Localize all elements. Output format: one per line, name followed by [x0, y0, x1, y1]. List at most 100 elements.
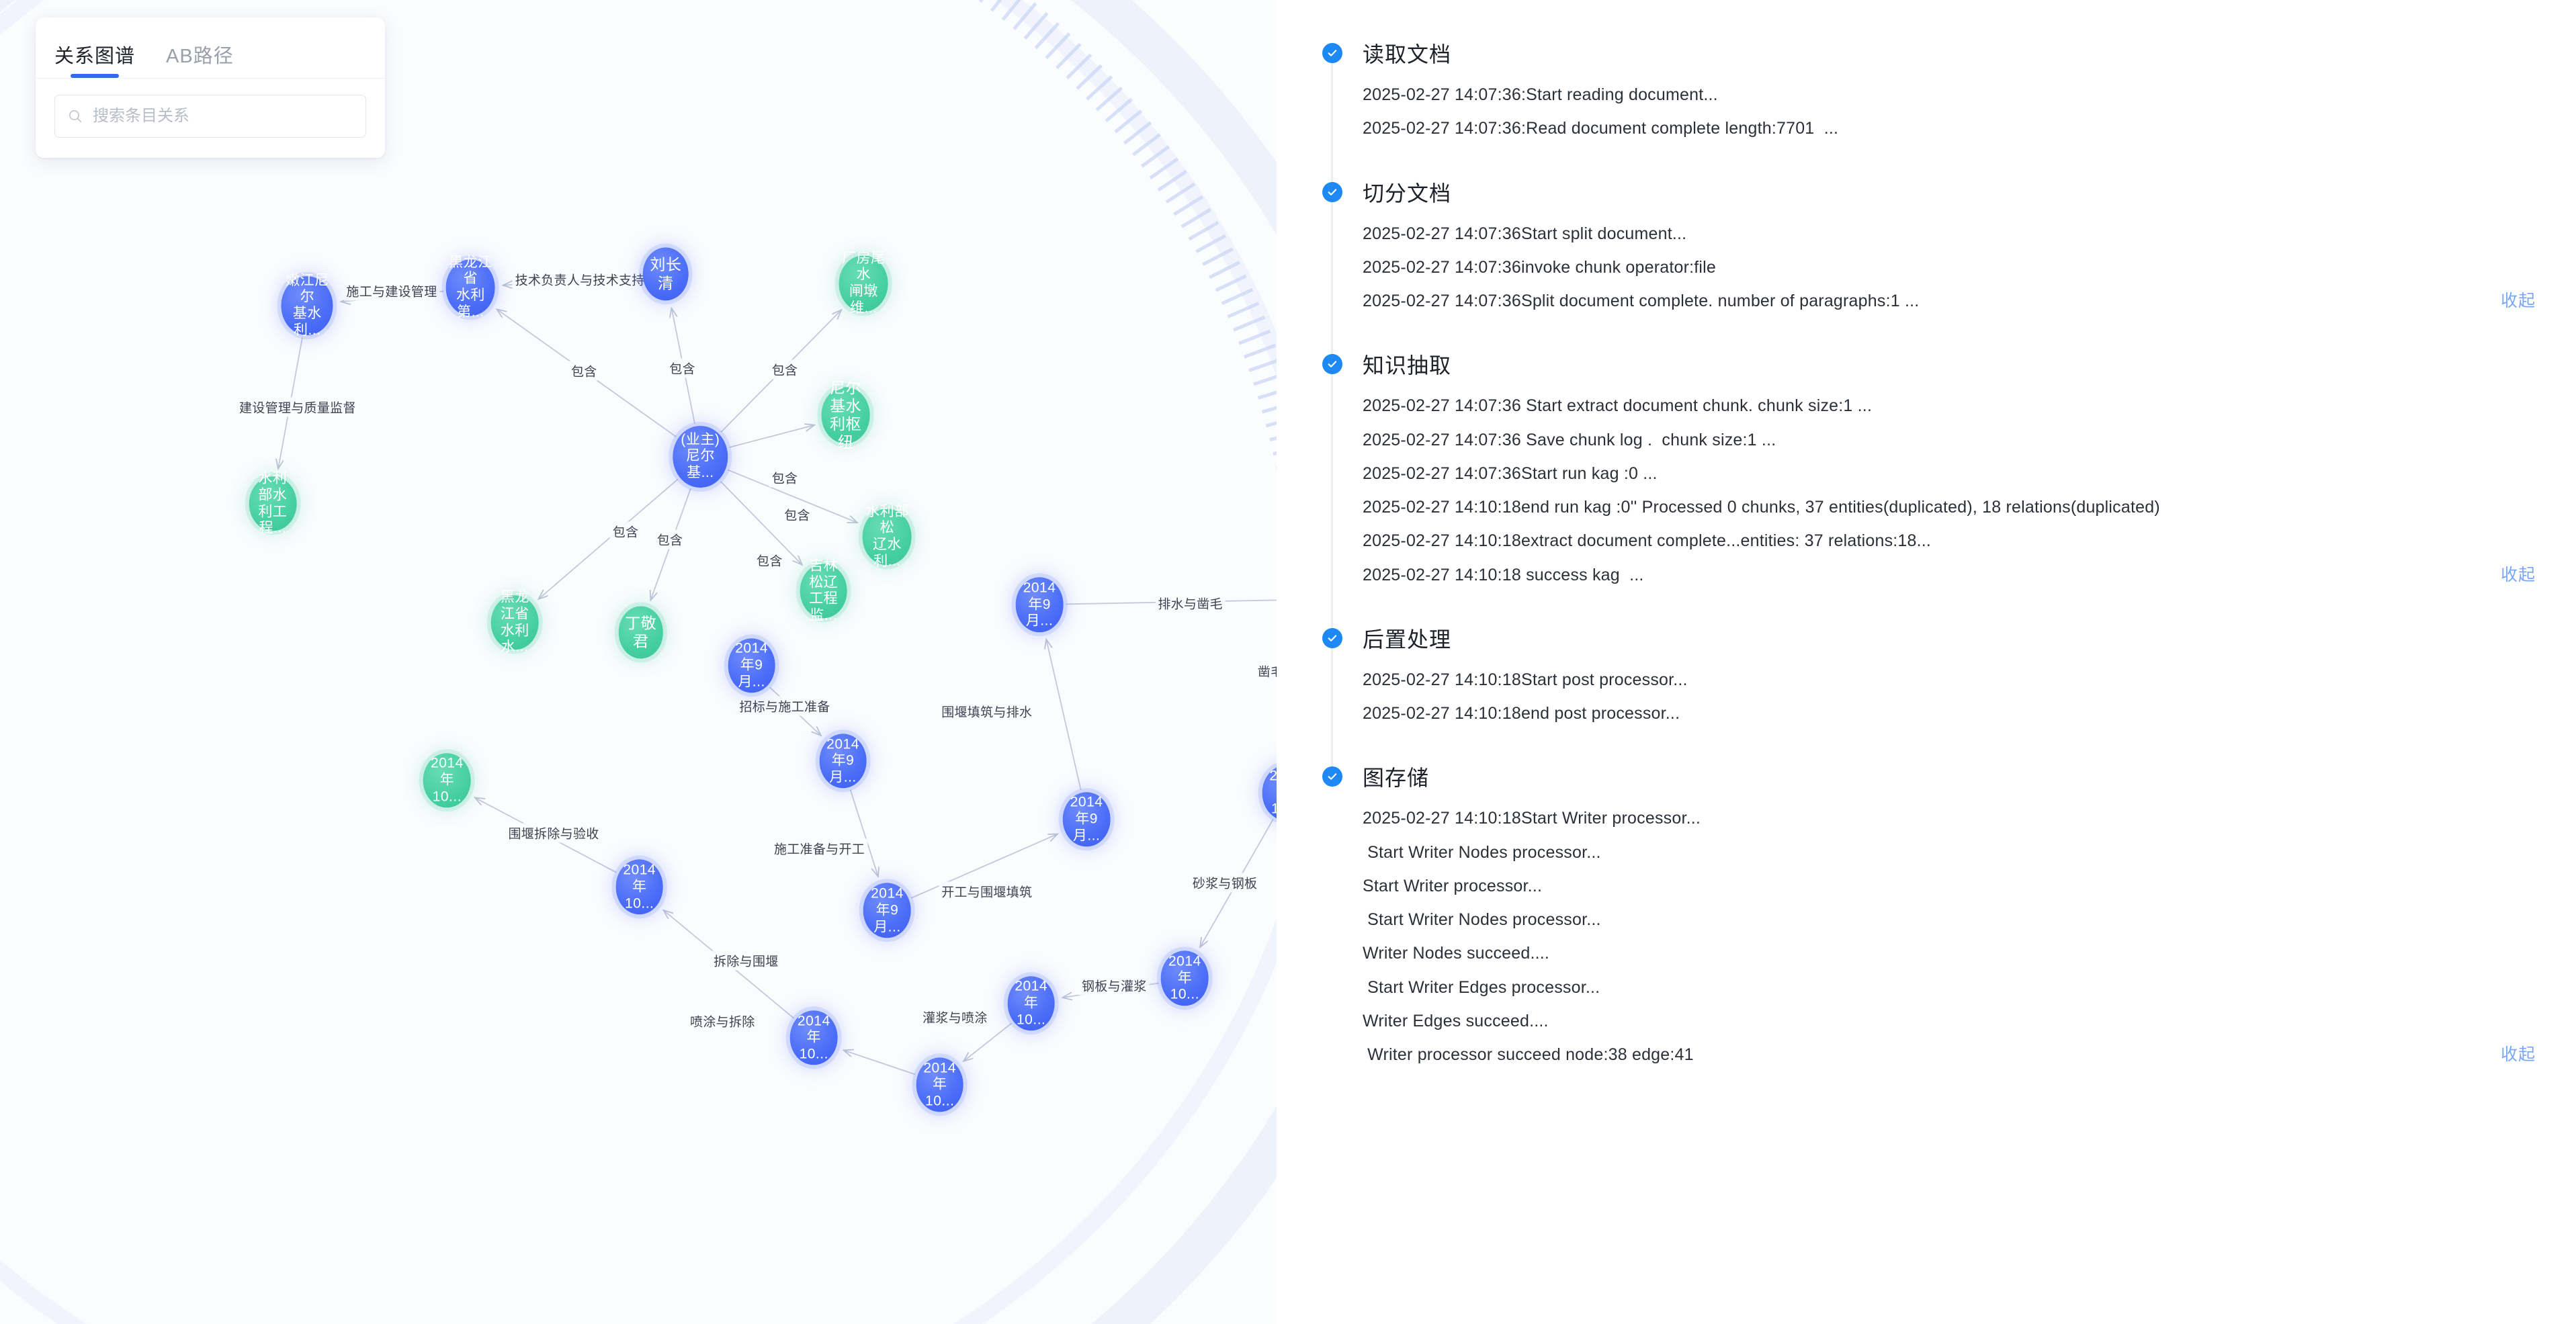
stage-log-lines: 2025-02-27 14:10:18Start post processor.… — [1363, 662, 2536, 762]
graph-node[interactable]: 2014 年10... — [1262, 765, 1277, 821]
graph-node[interactable]: 2014 年10... — [615, 859, 664, 915]
log-line-text: 2025-02-27 14:07:36 Start extract docume… — [1363, 396, 1873, 416]
stage-log-lines: 2025-02-27 14:07:36Start split document.… — [1363, 216, 2536, 349]
log-line: Start Writer Nodes processor...收起 — [1363, 901, 2536, 935]
stage-title: 后置处理 — [1363, 627, 1452, 652]
tab-ab-path[interactable]: AB路径 — [166, 40, 234, 78]
graph-node-label: 2014 年10... — [1168, 953, 1201, 1002]
graph-node[interactable]: 2014 年10... — [916, 1057, 964, 1112]
graph-node[interactable]: 黑龙江省 水利第... — [445, 255, 495, 320]
graph-edge-label: 包含 — [754, 550, 785, 570]
log-line-text: 2025-02-27 14:07:36Start split document.… — [1363, 224, 1687, 243]
log-line: 2025-02-27 14:10:18end post processor...… — [1363, 695, 2536, 729]
stage-title: 切分文档 — [1363, 181, 1452, 206]
search-icon — [69, 110, 82, 123]
log-line: 2025-02-27 14:07:36 Save chunk log . chu… — [1363, 422, 2536, 455]
log-line: 2025-02-27 14:07:36Start run kag :0 ...收… — [1363, 455, 2536, 489]
graph-node[interactable]: 2014 年10... — [1161, 951, 1209, 1006]
graph-node-label: 水利部水 利工程... — [258, 470, 288, 536]
graph-node[interactable]: 2014 年10... — [789, 1010, 838, 1065]
graph-node[interactable]: 黑龙江省 水利水... — [490, 589, 539, 655]
stage-status-check-icon — [1322, 627, 1342, 648]
log-line-text: Start Writer Edges processor... — [1363, 977, 1600, 997]
graph-node[interactable]: 2014 年9月... — [863, 883, 911, 938]
graph-node[interactable]: 2014 年9月... — [728, 638, 775, 693]
graph-node[interactable]: (业主) 尼尔基... — [673, 425, 728, 488]
collapse-link[interactable]: 收起 — [2500, 565, 2536, 584]
collapse-link[interactable]: 收起 — [2500, 1045, 2536, 1064]
tab-label: 关系图谱 — [54, 46, 136, 67]
log-line-text: Writer Edges succeed.... — [1363, 1011, 1549, 1030]
log-line-text: Start Writer Nodes processor... — [1363, 910, 1601, 929]
graph-edge-label: 建设管理与质量监督 — [237, 397, 359, 417]
graph-panel[interactable]: 嫩江尼尔 基水利... 黑龙江省 水利第... 刘长清 厂房尾水 闸墩维... 水利部水… — [0, 0, 1277, 1324]
graph-node-label: 尼尔基水 利枢纽 — [830, 378, 862, 451]
graph-node-label: (业主) 尼尔基... — [681, 431, 720, 481]
graph-node[interactable]: 丁敬君 — [618, 606, 663, 658]
stage-log-lines: 2025-02-27 14:10:18Start Writer processo… — [1363, 800, 2536, 1102]
log-line: Start Writer Nodes processor...收起 — [1363, 834, 2536, 868]
stage-log-lines: 2025-02-27 14:07:36 Start extract docume… — [1363, 388, 2536, 623]
graph-node-label: 2014 年9月... — [1070, 794, 1103, 843]
tab-active-underline — [71, 74, 120, 78]
graph-node-label: 2014 年10... — [623, 862, 656, 911]
graph-node[interactable]: 2014 年10... — [1007, 975, 1056, 1031]
pipeline-stage: 图存储 2025-02-27 14:10:18Start Writer proce… — [1322, 761, 2536, 1102]
stage-timeline-rail — [1331, 50, 1333, 189]
graph-edge-label: 开工与围堰填筑 — [939, 881, 1035, 901]
graph-node-label: 2014 年10... — [1269, 768, 1277, 817]
graph-edge-label: 包含 — [667, 358, 698, 378]
log-line: 2025-02-27 14:07:36:Read document comple… — [1363, 110, 2536, 144]
graph-node[interactable]: 尼尔基水 利枢纽 — [821, 379, 871, 451]
stage-title: 图存储 — [1363, 766, 1430, 791]
log-line-text: 2025-02-27 14:07:36invoke chunk operator… — [1363, 257, 1717, 277]
graph-node-label: 2014 年10... — [1015, 978, 1048, 1027]
search-area[interactable] — [36, 79, 385, 158]
graph-edges — [0, 275, 1277, 1075]
log-line-text: Start Writer processor... — [1363, 876, 1543, 895]
graph-node-label: 刘长清 — [650, 255, 682, 292]
graph-edge-label: 包含 — [769, 468, 801, 488]
graph-node-label: 2014 年9月... — [735, 640, 768, 690]
graph-node-label: 2014 年10... — [923, 1059, 957, 1109]
graph-edge-label: 施工准备与开工 — [771, 838, 868, 858]
stage-status-check-icon — [1322, 766, 1342, 787]
graph-node[interactable]: 2014 年9月... — [819, 734, 867, 789]
log-line: 2025-02-27 14:10:18end run kag :0'' Proc… — [1363, 489, 2536, 523]
check-icon — [1328, 50, 1337, 56]
stage-status-check-icon — [1322, 43, 1342, 63]
graph-control-card[interactable]: 关系图谱 AB路径 — [36, 17, 385, 158]
tab-bar[interactable]: 关系图谱 AB路径 — [36, 17, 385, 79]
graph-node[interactable]: 2014 年9月... — [1015, 577, 1064, 632]
graph-edge-label: 包含 — [568, 361, 600, 381]
graph-node[interactable]: 吉林松辽 工程监... — [800, 558, 848, 623]
log-line-text: Writer processor succeed node:38 edge:41 — [1363, 1045, 1694, 1064]
collapse-link[interactable]: 收起 — [2500, 292, 2536, 310]
graph-node[interactable]: 水利部松 辽水利... — [863, 504, 912, 569]
graph-edge-label: 灌浆与喷涂 — [920, 1007, 990, 1027]
stage-timeline-rail — [1331, 361, 1333, 635]
graph-edge-label: 排水与凿毛 — [1155, 593, 1226, 613]
graph-node[interactable]: 2014 年10... — [423, 753, 471, 808]
graph-node[interactable]: 刘长清 — [642, 247, 689, 301]
graph-node-label: 丁敬君 — [625, 614, 657, 650]
graph-node[interactable]: 厂房尾水 闸墩维... — [839, 251, 888, 316]
check-icon — [1328, 361, 1337, 367]
graph-node-label: 厂房尾水 闸墩维... — [842, 250, 886, 316]
stage-status-check-icon — [1322, 181, 1342, 202]
graph-edge-label: 包含 — [781, 504, 813, 525]
log-line: 2025-02-27 14:10:18 success kag ...收起 — [1363, 557, 2536, 590]
graph-edge-label: 围堰拆除与验收 — [505, 823, 602, 843]
search-input[interactable] — [91, 106, 353, 126]
graph-node[interactable]: 水利部水 利工程... — [249, 470, 297, 536]
log-line: 2025-02-27 14:07:36invoke chunk operator… — [1363, 249, 2536, 283]
log-line-text: 2025-02-27 14:10:18extract document comp… — [1363, 531, 1932, 551]
graph-node[interactable]: 嫩江尼尔 基水利... — [281, 273, 333, 338]
search-box[interactable] — [54, 95, 366, 138]
graph-node-label: 2014 年10... — [431, 755, 464, 805]
tab-relation-graph[interactable]: 关系图谱 — [54, 40, 135, 78]
graph-node[interactable]: 2014 年9月... — [1062, 791, 1111, 847]
graph-node-label: 2014 年10... — [797, 1012, 830, 1062]
